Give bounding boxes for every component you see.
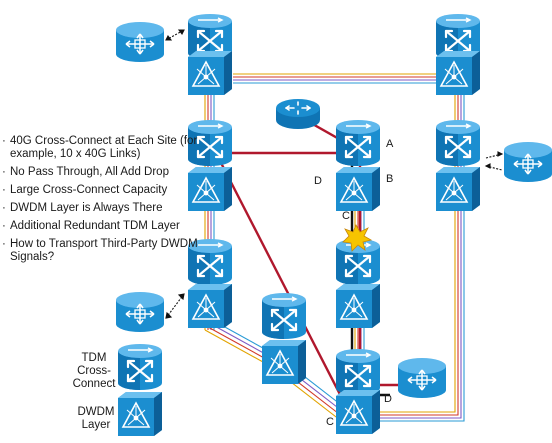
router-icon bbox=[115, 291, 165, 333]
site-top-right bbox=[434, 12, 482, 96]
label-c: C bbox=[342, 210, 350, 222]
legend-dwdm-icon bbox=[117, 391, 163, 437]
site-a-b bbox=[334, 118, 382, 212]
fiber-top bbox=[233, 73, 437, 84]
legend-tdm-icon bbox=[116, 342, 164, 392]
router-icon bbox=[275, 98, 321, 130]
site-right-mid bbox=[434, 118, 482, 212]
bullet-item: Additional Redundant TDM Layer bbox=[2, 220, 207, 233]
label-d-bottom: D bbox=[384, 393, 392, 405]
label-b: B bbox=[386, 173, 393, 185]
label-d: D bbox=[314, 175, 322, 187]
router-icon bbox=[115, 21, 165, 63]
bullet-item: How to Transport Third-Party DWDM Signal… bbox=[2, 238, 207, 264]
bullet-item: 40G Cross-Connect at Each Site (for exam… bbox=[2, 135, 207, 161]
label-a: A bbox=[386, 138, 394, 150]
label-c-bottom: C bbox=[326, 416, 334, 428]
site-bottom bbox=[334, 347, 382, 435]
client-links bbox=[165, 29, 504, 319]
site-middle-low bbox=[260, 291, 308, 385]
bullet-item: Large Cross-Connect Capacity bbox=[2, 184, 207, 197]
fault-icon bbox=[342, 224, 373, 252]
bullet-item: No Pass Through, All Add Drop bbox=[2, 166, 207, 179]
site-top-left bbox=[186, 12, 234, 96]
site-c-mid bbox=[334, 237, 382, 329]
bullet-item: DWDM Layer is Always There bbox=[2, 202, 207, 215]
legend-dwdm-label: DWDM Layer bbox=[77, 406, 115, 431]
router-icon bbox=[503, 141, 552, 183]
legend-tdm-label: TDM Cross-Connect bbox=[72, 352, 116, 390]
fiber-diag-lower bbox=[204, 320, 273, 363]
router-icon bbox=[397, 357, 447, 399]
bullet-list: 40G Cross-Connect at Each Site (for exam… bbox=[2, 135, 207, 269]
